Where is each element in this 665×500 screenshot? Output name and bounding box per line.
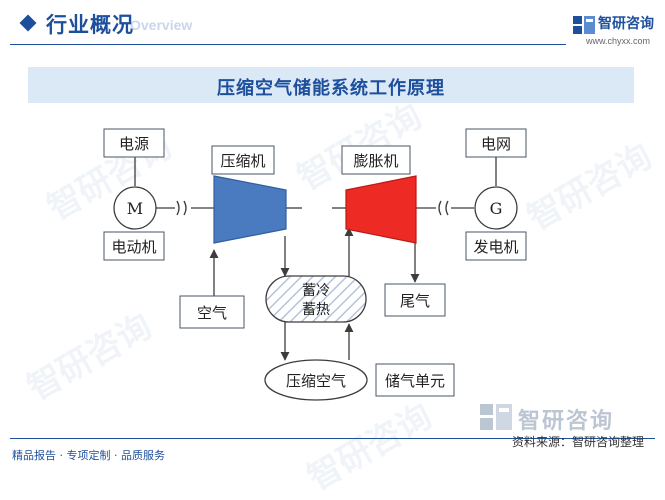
compressed-air-label: 压缩空气: [286, 372, 346, 390]
compressor-shape: [213, 175, 287, 244]
air-box: [179, 295, 245, 329]
brand-logo-icon: [573, 16, 595, 34]
storage-unit-box: [375, 363, 455, 397]
generator-box: [465, 231, 527, 261]
expander-label: 膨胀机: [353, 152, 398, 170]
diagram-title: 压缩空气储能系统工作原理: [217, 78, 445, 99]
motor-symbol: M: [127, 199, 143, 218]
coupling-left-2: [183, 200, 187, 216]
compressed-air-shape: [264, 359, 368, 401]
power-source-label: 电源: [119, 135, 149, 153]
header-overview: Overview: [130, 17, 193, 33]
storage-unit-label: 储气单元: [385, 372, 445, 390]
footer-divider: [10, 438, 655, 439]
motor-box: [103, 231, 165, 261]
grid-label: 电网: [481, 135, 511, 153]
brand-url: www.chyxx.com: [586, 36, 651, 46]
coupling-right-2: [445, 200, 449, 216]
power-source-box: [103, 128, 165, 158]
compressor-box: [211, 145, 275, 175]
brand-name: 智研咨询: [598, 16, 654, 32]
compressor-label: 压缩机: [220, 152, 265, 170]
generator-label: 发电机: [473, 238, 518, 256]
storage-label-heat: 蓄热: [302, 302, 330, 318]
generator-symbol: G: [490, 199, 503, 218]
generator-icon: [474, 186, 518, 230]
expander-box: [341, 145, 411, 175]
expander-shape: [345, 175, 417, 244]
exhaust-label: 尾气: [400, 292, 430, 310]
motor-icon: [113, 186, 157, 230]
motor-label: 电动机: [111, 238, 156, 256]
coupling-left-1: [176, 200, 180, 216]
data-source: 资料来源：智研咨询整理: [512, 435, 645, 449]
footer-tagline: 精品报告 · 专项定制 · 品质服务: [12, 449, 165, 462]
footer-brand-name: 智研咨询: [518, 409, 615, 434]
title-banner: 压缩空气储能系统工作原理: [28, 67, 634, 103]
grid-box: [465, 128, 527, 158]
thermal-storage-shape: [265, 275, 367, 323]
air-label: 空气: [197, 304, 227, 322]
footer-logo-icon: [480, 404, 512, 430]
page-title: 行业概况: [46, 13, 134, 37]
storage-label-cold: 蓄冷: [302, 283, 330, 299]
page-header: Overview 行业概况 智研咨询 www.chyxx.com: [0, 0, 665, 46]
exhaust-box: [384, 283, 446, 317]
header-divider: [10, 44, 566, 45]
caes-diagram: M G 蓄冷 蓄热 压缩空气 电源 电动机 压缩机 膨胀机 电网 发电机 空气 …: [103, 128, 527, 401]
coupling-right-1: [438, 200, 442, 216]
